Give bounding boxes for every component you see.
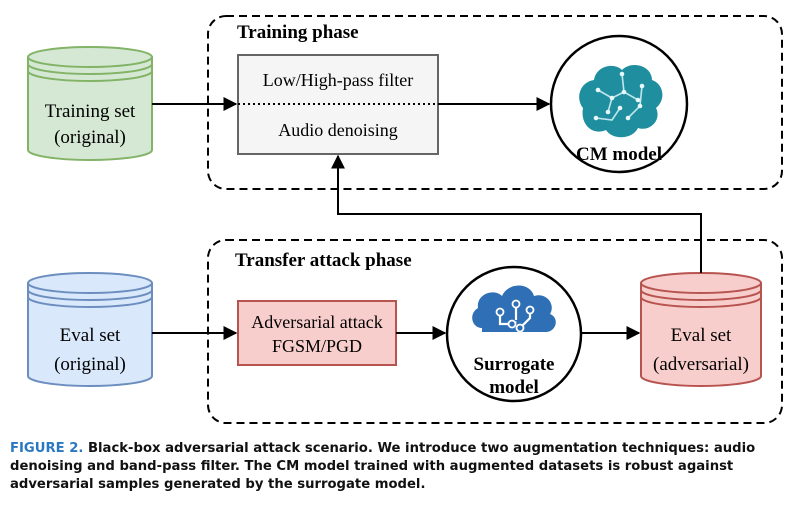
cloud-circuit-icon <box>472 285 556 333</box>
cm-model-node: CM model <box>549 34 689 174</box>
cm-model-label: CM model <box>576 144 662 165</box>
training-set-label-line1: Training set <box>45 101 136 122</box>
figure-caption: FIGURE 2. Black-box adversarial attack s… <box>10 440 790 494</box>
eval-set-original-cylinder: Eval set (original) <box>27 272 153 387</box>
attack-label-line2: FGSM/PGD <box>272 336 362 356</box>
eval-set-original-label-line1: Eval set <box>60 325 121 346</box>
eval-set-original-label-line2: (original) <box>54 354 126 375</box>
surrogate-model-node: Surrogate model <box>445 265 583 403</box>
adversarial-attack-box: Adversarial attack FGSM/PGD <box>237 300 397 366</box>
augmentation-denoising-label: Audio denoising <box>278 120 398 140</box>
attack-label-line1: Adversarial attack <box>251 312 382 332</box>
arrow-adversarial-to-augmentation <box>331 154 702 273</box>
diagram: Training phase Transfer attack phase Tra… <box>27 15 783 424</box>
figure-caption-text: Black-box adversarial attack scenario. W… <box>10 441 756 492</box>
brain-icon <box>579 65 663 138</box>
training-set-cylinder: Training set (original) <box>27 46 153 161</box>
figure-label: FIGURE 2. <box>10 441 84 456</box>
transfer-phase-container <box>207 239 783 424</box>
augmentation-filter-label: Low/High-pass filter <box>263 70 413 90</box>
augmentation-box: Low/High-pass filter Audio denoising <box>237 54 439 155</box>
transfer-phase-title: Transfer attack phase <box>235 250 412 271</box>
training-set-label-line2: (original) <box>54 127 126 148</box>
training-phase-title: Training phase <box>237 22 359 43</box>
eval-set-adversarial-label-line2: (adversarial) <box>653 354 749 375</box>
surrogate-label-line1: Surrogate <box>474 354 555 375</box>
eval-set-adversarial-label-line1: Eval set <box>671 325 732 346</box>
training-phase-container <box>207 15 783 190</box>
surrogate-label-line2: model <box>489 377 539 398</box>
eval-set-adversarial-cylinder: Eval set (adversarial) <box>640 272 762 387</box>
